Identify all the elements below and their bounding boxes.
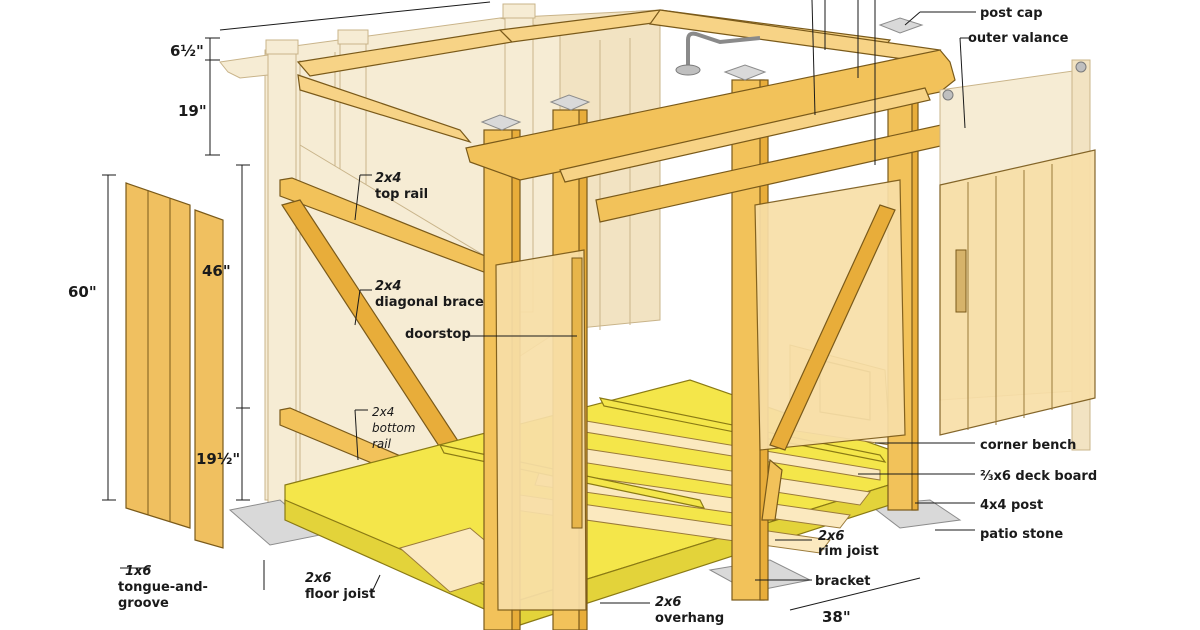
- leader-lines: [120, 0, 976, 604]
- label-overhang: overhang: [655, 611, 724, 626]
- label-deck-board: ⅔x6 deck board: [980, 469, 1097, 484]
- label-floor-joist: floor joist: [305, 587, 375, 602]
- label-post-cap: post cap: [980, 6, 1043, 21]
- left-wall: [279, 144, 501, 521]
- dim-19: 19": [178, 102, 207, 120]
- label-corner-bench: corner bench: [980, 438, 1076, 453]
- label-bottom-rail-size: 2x4: [372, 405, 394, 419]
- label-rim-joist: rim joist: [818, 544, 879, 559]
- dim-60: 60": [68, 283, 97, 301]
- shower-pipe: [675, 31, 761, 76]
- label-top-rail: top rail: [375, 187, 428, 202]
- dim-6-5: 6½": [170, 42, 204, 60]
- dim-19-5: 19½": [196, 450, 240, 468]
- right-door: [939, 59, 1096, 451]
- label-tongue-groove-size: 1x6: [125, 564, 151, 579]
- dimension-labels: 6½" 19" 46" 19½" 60" 38": [68, 42, 851, 626]
- label-outer-valance: outer valance: [968, 31, 1069, 46]
- tongue-groove-panels: [125, 182, 224, 549]
- label-bottom-rail-2: rail: [372, 437, 392, 451]
- post-caps: [480, 17, 924, 131]
- valance: [465, 49, 1013, 223]
- label-floor-joist-size: 2x6: [305, 571, 331, 586]
- front-door: [495, 179, 906, 611]
- dim-46: 46": [202, 262, 231, 280]
- dim-38: 38": [822, 608, 851, 626]
- label-tongue-groove-1: tongue-and-: [118, 580, 208, 595]
- part-labels: post cap outer valance 2x4 top rail 2x4 …: [118, 6, 1097, 626]
- label-patio-stone: patio stone: [980, 527, 1063, 542]
- label-4x4-post: 4x4 post: [980, 498, 1043, 513]
- label-bracket: bracket: [815, 574, 871, 589]
- top-frame: [219, 9, 942, 144]
- label-diagonal-brace-size: 2x4: [375, 279, 401, 294]
- label-top-rail-size: 2x4: [375, 171, 401, 186]
- label-tongue-groove-2: groove: [118, 596, 169, 611]
- label-overhang-size: 2x6: [655, 595, 681, 610]
- label-diagonal-brace: diagonal brace: [375, 295, 484, 310]
- label-doorstop: doorstop: [405, 327, 471, 342]
- label-bottom-rail-1: bottom: [372, 421, 415, 435]
- label-rim-joist-size: 2x6: [818, 529, 844, 544]
- dimension-lines: [102, 1, 921, 611]
